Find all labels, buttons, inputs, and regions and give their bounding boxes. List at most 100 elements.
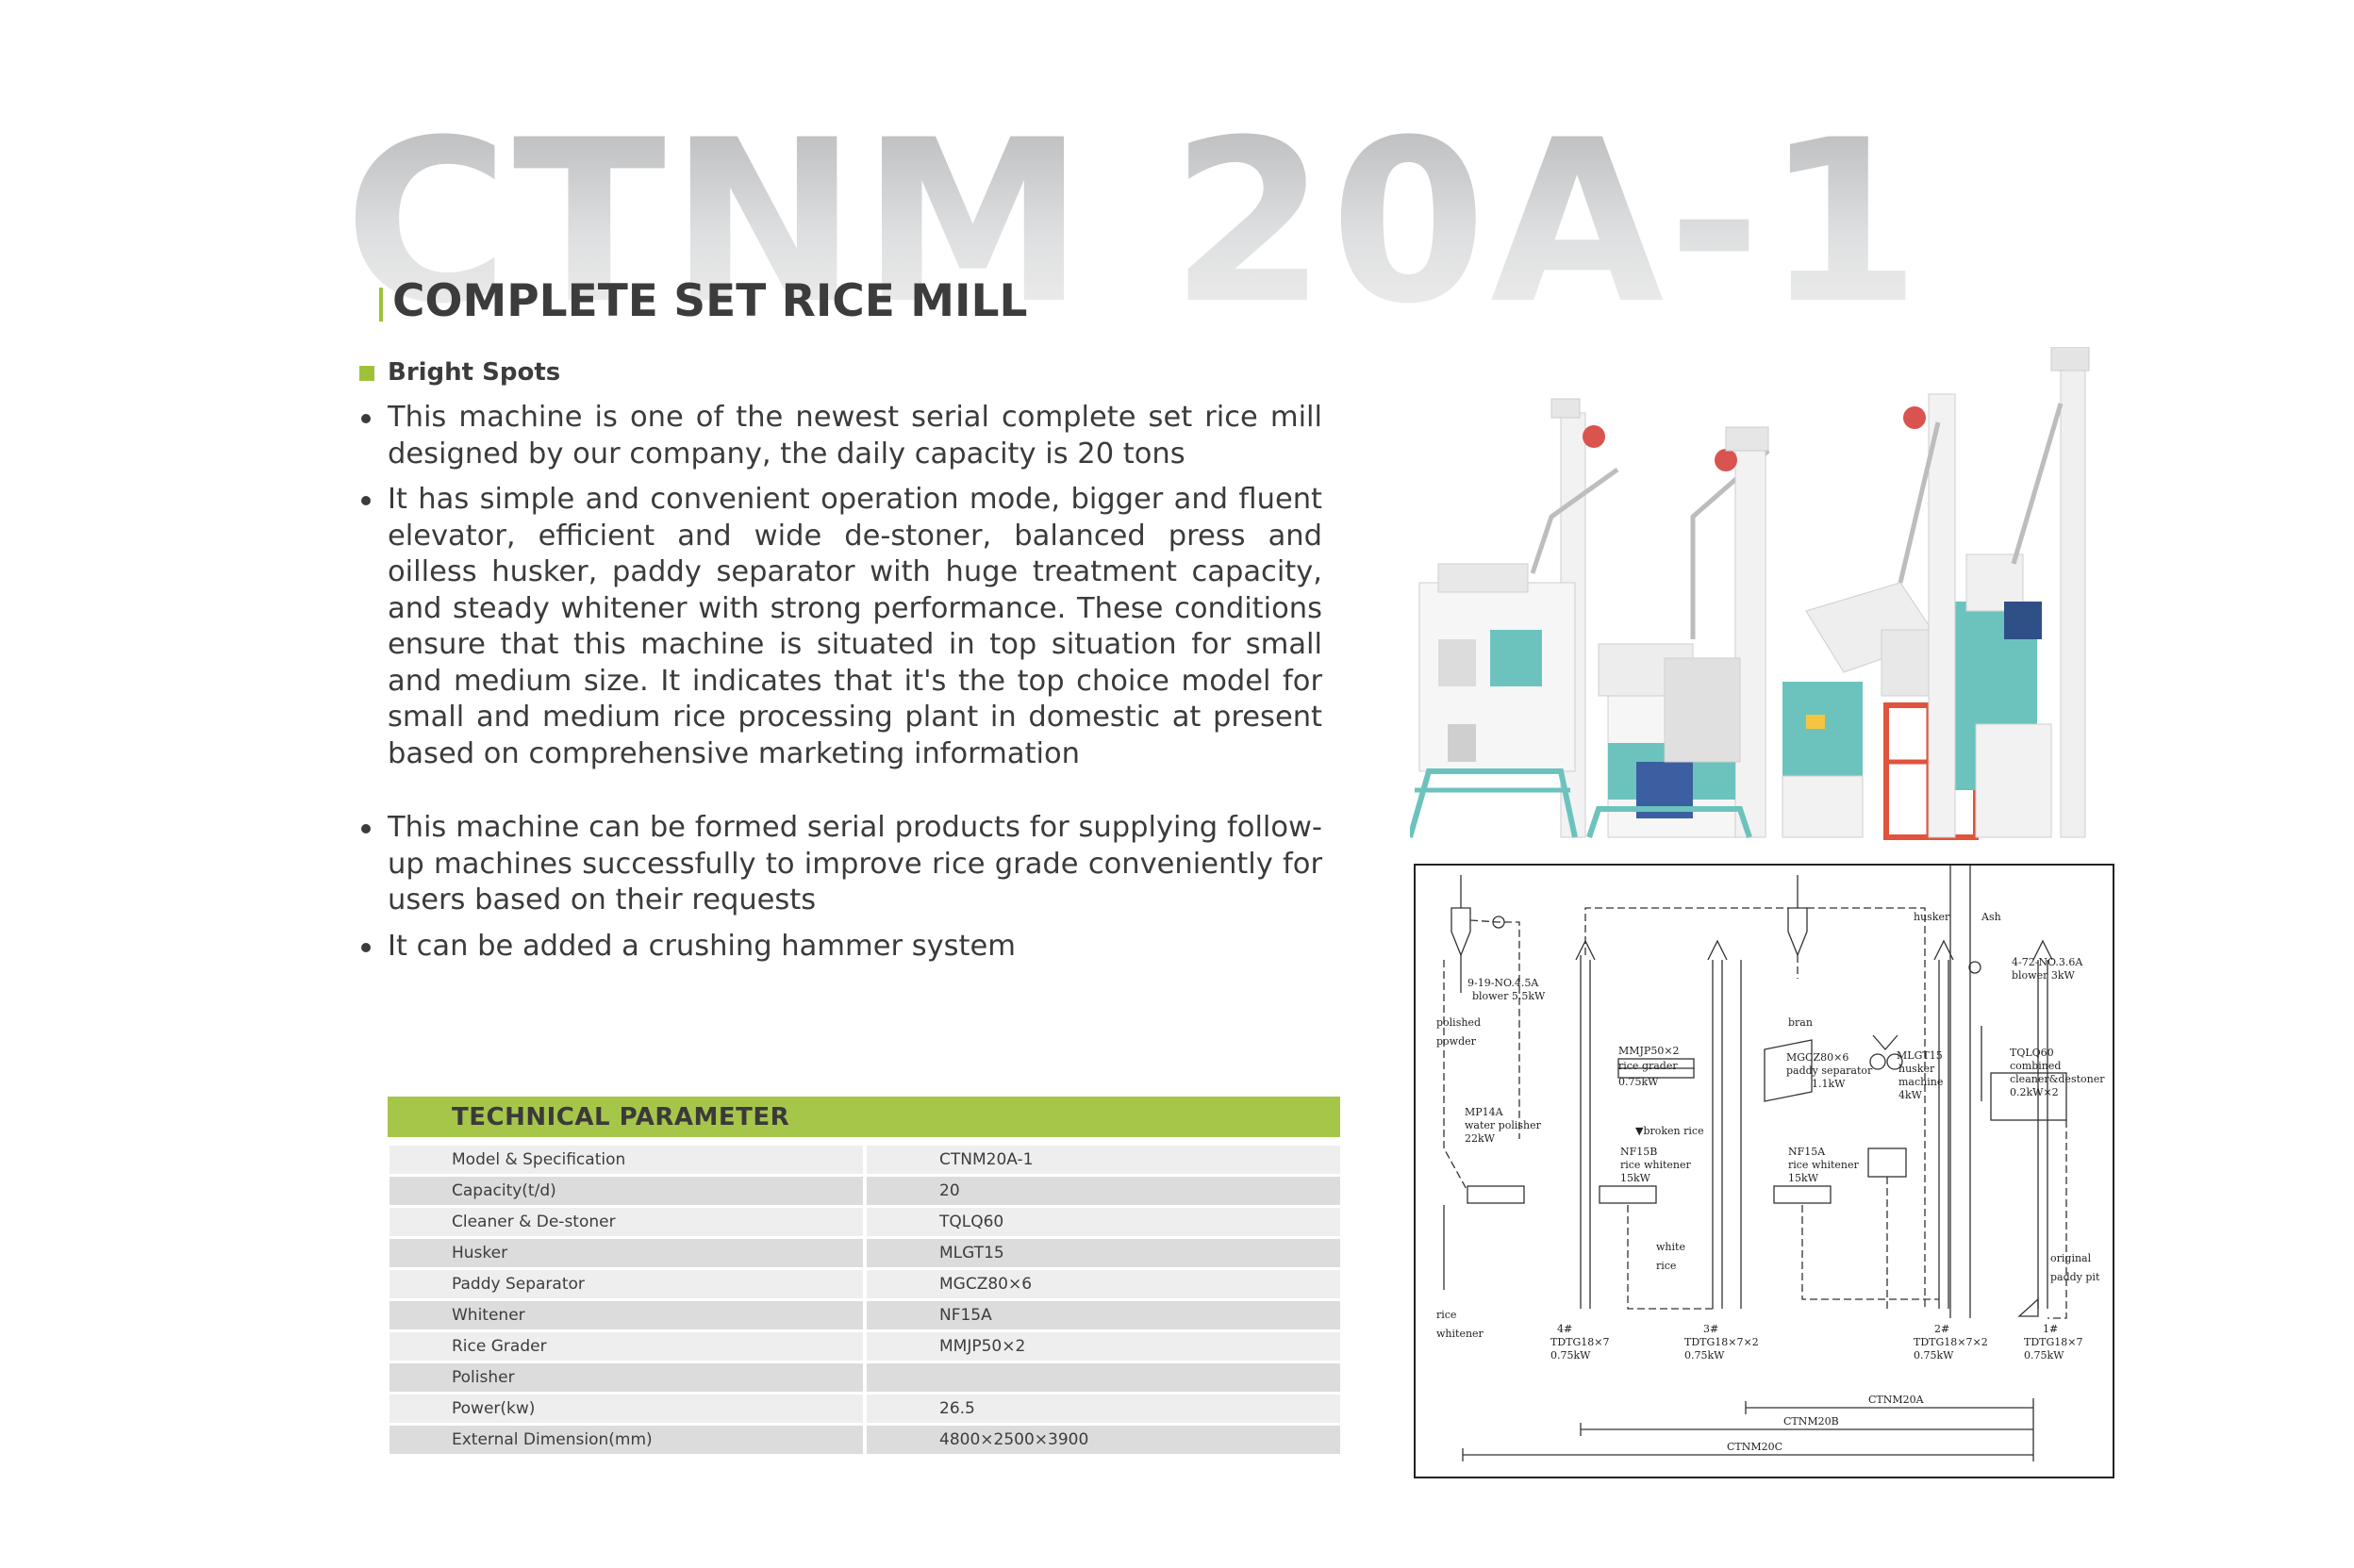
label-whitener-out: whitener <box>1436 1328 1484 1340</box>
technical-parameter-header: TECHNICAL PARAMETER <box>388 1097 1340 1137</box>
machine-photo <box>1407 346 2108 842</box>
label-elevator-1-power: 0.75kW <box>2024 1349 2064 1362</box>
label-elevator-4-power: 0.75kW <box>1550 1349 1591 1362</box>
label-grader-model: MMJP50×2 <box>1618 1045 1680 1057</box>
label-elevator-3-power: 0.75kW <box>1684 1349 1725 1362</box>
bullet-dot <box>361 942 371 952</box>
param-value: CTNM20A-1 <box>867 1146 1340 1174</box>
list-item: This machine can be formed serial produc… <box>358 810 1322 919</box>
label-polished: polished <box>1436 1016 1481 1029</box>
param-key: Husker <box>390 1239 863 1267</box>
param-key: Polisher <box>390 1363 863 1392</box>
model-watermark-title: CTNM 20A-1 <box>344 92 1925 354</box>
label-polisher-power: 22kW <box>1465 1132 1496 1145</box>
label-cleaner-power: 0.2kW×2 <box>2010 1086 2059 1098</box>
param-key: Paddy Separator <box>390 1270 863 1298</box>
param-key: Power(kw) <box>390 1395 863 1423</box>
label-cleaner-model: TQLQ60 <box>2010 1047 2054 1059</box>
bright-spots-heading: Bright Spots <box>388 358 561 387</box>
label-powder: powder <box>1436 1035 1477 1048</box>
label-whitener2-power: 15kW <box>1788 1172 1819 1184</box>
label-ash: Ash <box>1981 911 2001 923</box>
param-key: Whitener <box>390 1301 863 1329</box>
label-husker-name: husker <box>1898 1063 1935 1075</box>
param-value: MLGT15 <box>867 1239 1340 1267</box>
table-row: Capacity(t/d)20 <box>390 1177 1340 1205</box>
label-blower-left: 9-19-NO.4.5A <box>1467 977 1539 989</box>
label-husker: husker <box>1914 911 1950 923</box>
label-grader-power: 0.75kW <box>1618 1076 1659 1088</box>
bright-spots-list: This machine is one of the newest serial… <box>358 400 1322 974</box>
label-cleaner-name: combined <box>2010 1060 2061 1072</box>
label-white: white <box>1656 1241 1685 1253</box>
param-value: 26.5 <box>867 1395 1340 1423</box>
label-range-c: CTNM20C <box>1727 1441 1782 1453</box>
label-elevator-2-model: TDTG18×7×2 <box>1914 1336 1988 1348</box>
param-value: 4800×2500×3900 <box>867 1426 1340 1454</box>
param-key: Capacity(t/d) <box>390 1177 863 1205</box>
label-elevator-2-power: 0.75kW <box>1914 1349 1954 1362</box>
list-item: This machine is one of the newest serial… <box>358 400 1322 472</box>
param-key: Cleaner & De-stoner <box>390 1208 863 1236</box>
label-elevator-2: 2# <box>1934 1323 1949 1335</box>
bullet-dot <box>361 414 371 423</box>
param-value: TQLQ60 <box>867 1208 1340 1236</box>
label-bran: bran <box>1788 1016 1813 1029</box>
label-separator-model: MGCZ80×6 <box>1786 1051 1848 1064</box>
label-whitener2-model: NF15A <box>1788 1146 1826 1158</box>
label-rice-out: rice <box>1436 1309 1456 1321</box>
label-separator-name: paddy separator <box>1786 1065 1873 1077</box>
label-elevator-4-model: TDTG18×7 <box>1550 1336 1610 1348</box>
param-value <box>867 1363 1340 1392</box>
label-blower-left-power: blower 5.5kW <box>1472 990 1546 1002</box>
label-whitener1-power: 15kW <box>1620 1172 1651 1184</box>
label-range-b: CTNM20B <box>1783 1415 1839 1428</box>
table-row: External Dimension(mm)4800×2500×3900 <box>390 1426 1340 1454</box>
label-polisher-model: MP14A <box>1465 1106 1504 1118</box>
subtitle-accent-bar <box>379 288 383 322</box>
param-value: 20 <box>867 1177 1340 1205</box>
label-husker-model: MLGT15 <box>1897 1049 1943 1062</box>
label-white-rice: rice <box>1656 1260 1676 1272</box>
param-key: Rice Grader <box>390 1332 863 1361</box>
machine-illustration <box>1407 346 2090 840</box>
label-whitener1-name: rice whitener <box>1620 1159 1691 1171</box>
label-paddy-pit: paddy pit <box>2050 1271 2100 1283</box>
bright-spots-marker <box>359 366 374 381</box>
label-cleaner-name2: cleaner&destoner <box>2010 1073 2105 1085</box>
label-husker-machine: machine <box>1898 1076 1943 1088</box>
label-original: original <box>2050 1252 2092 1264</box>
label-whitener2-name: rice whitener <box>1788 1159 1859 1171</box>
process-flow-diagram: husker Ash 4-72-NO.3.6A blower 3kW 9-19-… <box>1414 864 2114 1478</box>
flow-chart-drawing: husker Ash 4-72-NO.3.6A blower 3kW 9-19-… <box>1436 866 2105 1461</box>
label-polisher-name: water polisher <box>1465 1119 1542 1131</box>
label-range-a: CTNM20A <box>1868 1394 1925 1406</box>
label-elevator-3: 3# <box>1703 1323 1718 1335</box>
param-key: Model & Specification <box>390 1146 863 1174</box>
label-broken-rice: ▼broken rice <box>1635 1125 1704 1137</box>
label-separator-power: 1.1kW <box>1812 1078 1846 1090</box>
page-subtitle: COMPLETE SET RICE MILL <box>392 275 1028 327</box>
param-value: MMJP50×2 <box>867 1332 1340 1361</box>
list-item: It can be added a crushing hammer system <box>358 929 1322 966</box>
label-elevator-1-model: TDTG18×7 <box>2024 1336 2083 1348</box>
label-grader-name: rice grader <box>1618 1060 1678 1072</box>
label-elevator-3-model: TDTG18×7×2 <box>1684 1336 1759 1348</box>
bullet-dot <box>361 496 371 505</box>
table-row: Polisher <box>390 1363 1340 1392</box>
label-husker-power: 4kW <box>1898 1089 1923 1101</box>
label-blower-right-power: blower 3kW <box>2012 969 2076 982</box>
technical-parameter-title: TECHNICAL PARAMETER <box>452 1103 790 1131</box>
bullet-dot <box>361 824 371 834</box>
label-elevator-4: 4# <box>1557 1323 1572 1335</box>
list-item: It has simple and convenient operation m… <box>358 482 1322 772</box>
label-elevator-1: 1# <box>2043 1323 2058 1335</box>
param-key: External Dimension(mm) <box>390 1426 863 1454</box>
